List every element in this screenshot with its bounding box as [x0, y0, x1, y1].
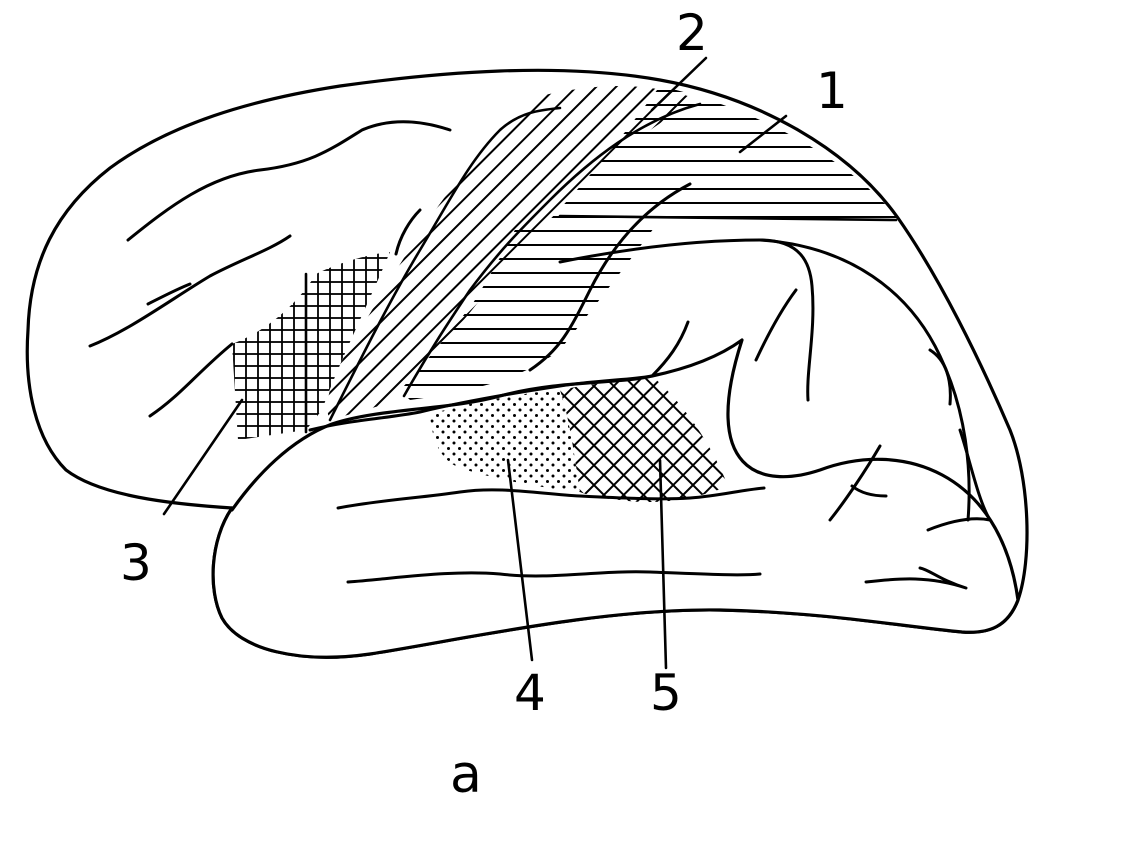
inferior-frontal-sulcus	[148, 342, 234, 418]
superior-frontal-sulcus	[126, 120, 452, 242]
region-label-2: 2	[676, 4, 708, 62]
region-label-5: 5	[650, 664, 682, 722]
region-2-back-edge	[402, 102, 702, 398]
region-label-1: 1	[816, 62, 848, 120]
leader-line-5	[658, 458, 668, 670]
leader-line-3	[162, 398, 244, 516]
inferior-temporal-sulcus	[346, 570, 762, 584]
region-2-front-edge	[328, 106, 562, 422]
posterior-temporal-branch	[850, 484, 888, 498]
region-label-4: 4	[514, 664, 546, 722]
leader-line-2	[650, 56, 708, 112]
region-1-area-lower	[410, 220, 660, 400]
occipital-sulcus-a	[928, 348, 952, 406]
leader-line-1	[738, 114, 788, 154]
posterior-ascending-ramus	[650, 320, 690, 378]
frontal-lateral-line	[146, 282, 192, 306]
region-label-3: 3	[120, 534, 152, 592]
region-3-area	[232, 252, 390, 440]
occipital-sulcus-c	[926, 517, 992, 532]
occipital-sulcus-b	[958, 428, 992, 522]
lateral-fissure	[308, 374, 654, 432]
intraparietal-sulcus	[528, 182, 692, 372]
parietal-short-sulcus	[754, 288, 798, 362]
middle-frontal-sulcus	[88, 234, 292, 348]
region-4-area	[430, 390, 580, 492]
region-1-area	[400, 86, 898, 400]
angular-gyrus-line	[758, 238, 971, 522]
supramarginal-arc	[558, 238, 815, 402]
region-1-boundary	[558, 214, 898, 222]
figure-caption: a	[450, 745, 482, 805]
region-5-area	[560, 376, 728, 503]
region-2-area	[327, 85, 700, 420]
superior-temporal-sulcus	[336, 486, 766, 510]
precentral-sulcus	[394, 208, 422, 256]
posterior-temporal-sulcus	[828, 444, 882, 522]
leader-line-4	[506, 458, 534, 662]
occipital-temporal-sulcus	[864, 566, 968, 590]
